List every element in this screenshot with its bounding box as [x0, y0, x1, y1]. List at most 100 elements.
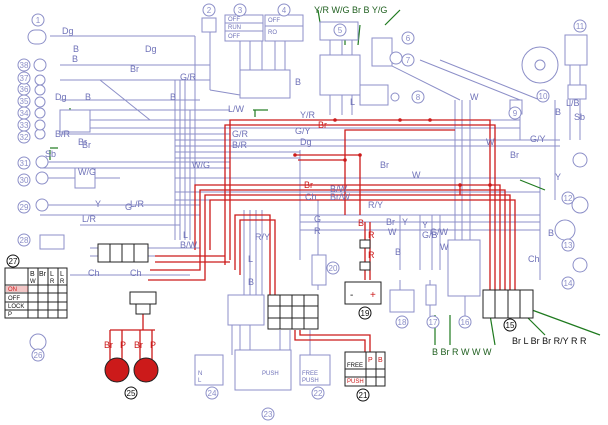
label-bw: B/W	[330, 184, 348, 194]
switch27-sub-w: W	[30, 279, 36, 285]
label-b7: B	[73, 44, 79, 54]
label-wg2: W/G	[78, 167, 96, 177]
switch-22	[299, 354, 331, 386]
label-l2: L	[183, 230, 188, 240]
lamp-29	[35, 198, 49, 212]
label-ch3: Ch	[130, 268, 142, 278]
switch4-row-off: OFF	[268, 18, 280, 24]
lamp-38	[33, 58, 47, 72]
switch21-col-p: P	[368, 357, 373, 364]
switch-3-labels: OFF RUN OFF	[228, 17, 241, 40]
switch27-col-l: L	[50, 271, 54, 278]
switch27-row-on: ON	[8, 287, 17, 293]
component-number-labels: 1 2 3 4 5 6 7 8 9 10 11 12 13 14 15 16 1…	[6, 3, 587, 421]
label-lr: L/R	[82, 214, 97, 224]
label-b2: B	[85, 92, 91, 102]
highlighted-components	[4, 239, 534, 387]
num-24: 24	[208, 389, 217, 398]
num-16: 16	[461, 318, 470, 327]
label-br2: Br	[78, 137, 87, 147]
label-w3: W	[440, 242, 449, 252]
label-y3: Y	[422, 220, 428, 230]
num-7: 7	[406, 56, 411, 65]
num-20: 20	[329, 264, 338, 273]
label-gb: G/B	[422, 230, 438, 240]
lamp25-label-br1: Br	[104, 340, 113, 350]
component-28	[39, 234, 65, 250]
components	[27, 14, 589, 391]
junction-dots	[293, 118, 492, 187]
lamp-30	[35, 171, 49, 185]
label-ry2: R/Y	[255, 232, 270, 242]
connector-top-c	[359, 84, 389, 106]
num-13: 13	[564, 241, 573, 250]
switch-23-labels: PUSH	[262, 371, 279, 377]
num-21: 21	[359, 391, 368, 400]
label-wg: W/G	[192, 160, 210, 170]
switch23-row-push: PUSH	[262, 371, 279, 377]
label-sb2: Sb	[574, 112, 585, 122]
num-19: 19	[361, 309, 370, 318]
label-b3: B	[248, 277, 254, 287]
switch27-row-lock: LOCK	[8, 304, 24, 310]
switch27-col-l2: L	[60, 271, 64, 278]
switch-4-labels: OFF RO	[268, 18, 280, 36]
fuse-19-a	[359, 239, 371, 249]
switch4-row-ro: RO	[268, 30, 277, 36]
label-y4: Y	[555, 172, 561, 182]
component-17	[425, 284, 437, 306]
lamp25-label-p1: P	[120, 340, 126, 350]
lamp-25-labels: Br P Br P	[104, 340, 156, 350]
label-br3: B/R	[232, 140, 248, 150]
fuse-labels: B R R	[358, 218, 375, 260]
switch27-row-p: P	[8, 312, 12, 318]
switch-24-labels: N L	[198, 371, 202, 384]
label-gw: G/W	[430, 227, 449, 237]
lamp-36	[34, 84, 46, 96]
lamp-34	[34, 107, 46, 119]
bottom-right-label: Br L Br Br R/Y R R	[512, 336, 587, 346]
num-27: 27	[9, 257, 18, 266]
label-b9: B	[548, 228, 554, 238]
label-bw2: B/W	[180, 240, 198, 250]
label-b5: B	[295, 77, 301, 87]
num-36: 36	[20, 85, 29, 94]
highlight-wires	[109, 119, 516, 360]
switch-21-labels: FREE PUSH P B	[347, 357, 383, 385]
label-br-red2: Br	[304, 180, 313, 190]
label-br6: Br	[82, 140, 91, 150]
brake-connector	[129, 291, 157, 305]
num-18: 18	[398, 318, 407, 327]
label-gy2: G/Y	[530, 134, 546, 144]
switch27-sub-r2: R	[60, 279, 65, 285]
fuse-label-r1: R	[368, 230, 375, 240]
num-10: 10	[539, 92, 548, 101]
label-br5: Br	[380, 160, 389, 170]
num-28: 28	[20, 236, 29, 245]
label-b4: B	[170, 92, 176, 102]
lamp25-label-p2: P	[150, 340, 156, 350]
num-31: 31	[20, 159, 29, 168]
battery-pos-sign: +	[370, 290, 376, 301]
num-6: 6	[406, 34, 411, 43]
switch-22-labels: FREE PUSH	[302, 371, 319, 384]
connector-top-b	[319, 54, 361, 96]
switch3-row-run: RUN	[228, 25, 241, 31]
lamp-33	[34, 119, 46, 131]
label-g1: G	[125, 202, 132, 212]
switch27-col-b: B	[30, 271, 35, 278]
label-br4: Br	[386, 217, 395, 227]
label-b8: B	[555, 107, 561, 117]
wire-labels: Y/R W/G Br B Y/G Br L Br Br R/Y R R B Br…	[45, 5, 587, 357]
label-dg4: Dg	[300, 137, 312, 147]
battery-19	[344, 281, 382, 305]
lamp-35	[34, 96, 46, 108]
num-15: 15	[506, 321, 515, 330]
lamp-13	[554, 219, 576, 241]
connector-top-a	[239, 69, 291, 99]
lamp-12	[571, 196, 589, 214]
component-8	[390, 92, 400, 102]
num-5: 5	[338, 26, 343, 35]
num-8: 8	[416, 93, 421, 102]
label-sb: Sb	[45, 149, 56, 159]
